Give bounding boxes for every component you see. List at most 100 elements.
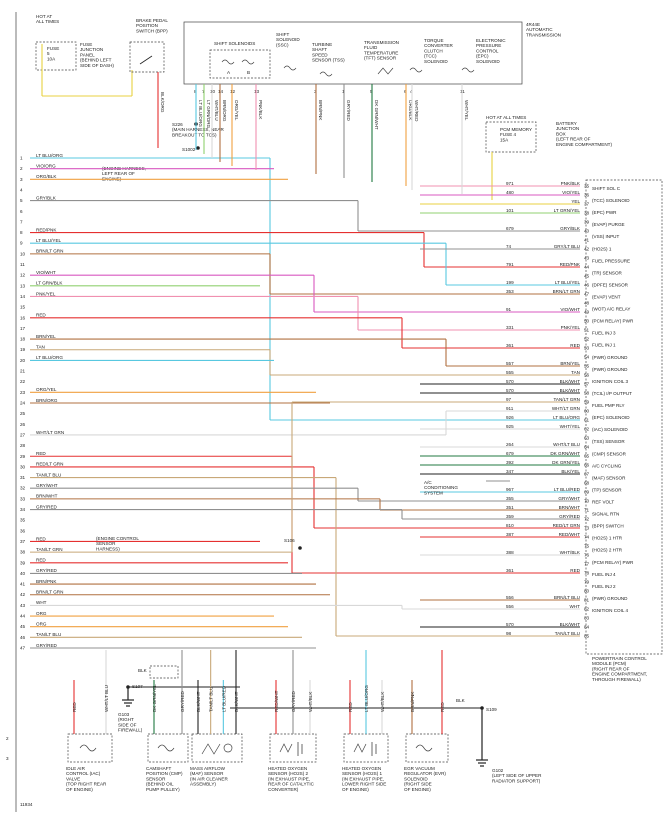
pcm-pin-function: (EPC) SOLENOID <box>592 415 630 420</box>
component-wire-label: WHT/LT BLU <box>104 685 109 712</box>
left-row-num: 13 <box>20 283 26 288</box>
bpp-wire-label: BLK/ORG <box>160 92 165 113</box>
pcm-pin-number: 48 <box>584 301 590 306</box>
pcm-pin-function: (EVAP) PURGE <box>592 222 625 227</box>
left-row-num: 37 <box>20 539 26 544</box>
left-row-wire-label: WHT <box>36 600 47 605</box>
pcm-pin-number: 82 <box>584 607 590 612</box>
pcm-wire-color: WHT/LT GRN <box>552 406 580 411</box>
left-row-wire-label: TAN/LT BLU <box>36 472 61 477</box>
circuit-number: 911 <box>506 406 514 411</box>
solenoid-b-label: B <box>247 70 250 75</box>
s1002-splice <box>196 146 200 150</box>
pcm-wire-color: BLK/WHT <box>560 379 581 384</box>
pcm-pin-number: 59 <box>584 400 590 405</box>
pcm-pin-function: (DPFE) SENSOR <box>592 282 629 287</box>
circuit-number: 570 <box>506 622 514 627</box>
pcm-pin-function: SHIFT SOL C <box>592 186 621 191</box>
pcm-wire-color: PNK/YEL <box>561 325 581 330</box>
pcm-pin-function: (CMP) SENSOR <box>592 451 627 456</box>
trans-wire-label-1: LT GRN/ORG <box>206 100 211 129</box>
pcm-wire-color: GRY/BLK <box>560 226 581 231</box>
pcm-wire-color: BRN/WHT <box>559 505 581 510</box>
left-row-num: 39 <box>20 560 26 565</box>
pcm-pin-number: 54 <box>584 355 590 360</box>
circuit-number: 98 <box>506 631 512 636</box>
pcm-pin-number: 78 <box>584 571 590 576</box>
pcm-pin-function: (TR) SENSOR <box>592 270 623 275</box>
left-row-wire-label: ORG <box>36 621 47 626</box>
left-row-num: 28 <box>20 443 26 448</box>
left-row-num: 17 <box>20 326 26 331</box>
pcm-pin-number: 80 <box>584 589 590 594</box>
pcm-pin-number: 83 <box>584 616 590 621</box>
left-row-num: 47 <box>20 646 26 651</box>
pcm-pin-number: 57 <box>584 382 590 387</box>
pcm-wire-color: GRY/WHT <box>558 496 580 501</box>
pcm-pin-function: REF VOLT <box>592 499 614 504</box>
circuit-number: 679 <box>506 226 514 231</box>
pcm-pin-function: (PCM RELAY) PWR <box>592 560 634 565</box>
pcm-pin-function: A/C CYCLING <box>592 463 622 468</box>
left-row-wire-label: GRY/WHT <box>36 483 58 488</box>
pcm-wire-color: WHT <box>570 604 581 609</box>
pcm-pin-number: 61 <box>584 418 590 423</box>
tft-resistor <box>377 67 394 75</box>
circuit-number: 557 <box>506 361 514 366</box>
left-row-wire-label: LT BLU/ORG <box>36 355 63 360</box>
left-row-wire-label: VIO/WHT <box>36 270 56 275</box>
pcm-wire-color: RED <box>570 343 580 348</box>
circuit-number: 331 <box>506 325 514 330</box>
left-row-num: 4 <box>20 187 23 192</box>
pcm-pin-number: 44 <box>584 265 590 270</box>
left-row-wire-label: GRY/BLK <box>36 195 57 200</box>
left-row-wire-label: ORG <box>36 611 47 616</box>
left-row-num: 35 <box>20 518 26 523</box>
g102-ground-symbol <box>476 708 488 767</box>
pcm-wire-color: TAN/LT BLU <box>555 631 580 636</box>
pcm-pin-labels: SHIFT SOL C(TCC) SOLENOID(EPC) PWR(EVAP)… <box>592 186 634 613</box>
pcm-pin-number: 46 <box>584 283 590 288</box>
transmission-pins: 87101412133156411 <box>194 89 465 94</box>
pcm-pin-function: IGNITION COIL 3 <box>592 379 629 384</box>
pcm-wire-color: WHT/LT BLU <box>553 442 580 447</box>
left-row-num: 20 <box>20 358 26 363</box>
pcm-wire-color: RED/LT GRN <box>553 523 580 528</box>
pcm-pin-function: (TCC) SOLENOID <box>592 198 630 203</box>
blk-label: BLK <box>456 698 466 703</box>
circuit-number: 199 <box>506 280 514 285</box>
pcm-pin-number: 41 <box>584 238 590 243</box>
pcm-pin-number: 58 <box>584 391 590 396</box>
pcm-pin-function: FUEL INJ 2 <box>592 584 616 589</box>
left-row-wire-label: ORG/BLK <box>36 174 57 179</box>
left-row-wire-label: GRY/RED <box>36 643 58 648</box>
pcm-wire-color: VIO/WHT <box>560 307 580 312</box>
component-wire-label: RED <box>440 702 445 712</box>
pcm-pin-function: SIGNAL RTN <box>592 512 619 517</box>
side-mark-2: 2 <box>6 736 9 741</box>
circuit-number: 347 <box>506 469 514 474</box>
pcm-pin-number: 38 <box>584 211 590 216</box>
pcm-pin-function: FUEL PRESSURE <box>592 258 630 263</box>
pcm-pin-number: 43 <box>584 256 590 261</box>
left-row-num: 46 <box>20 635 26 640</box>
pcm-wire-color: BRN/YEL <box>560 361 580 366</box>
left-row-num: 34 <box>20 507 26 512</box>
pcm-wire-color: LT BLU/ORG <box>553 415 580 420</box>
solenoid-b-coil <box>241 59 255 65</box>
circuit-number: 74 <box>506 244 512 249</box>
